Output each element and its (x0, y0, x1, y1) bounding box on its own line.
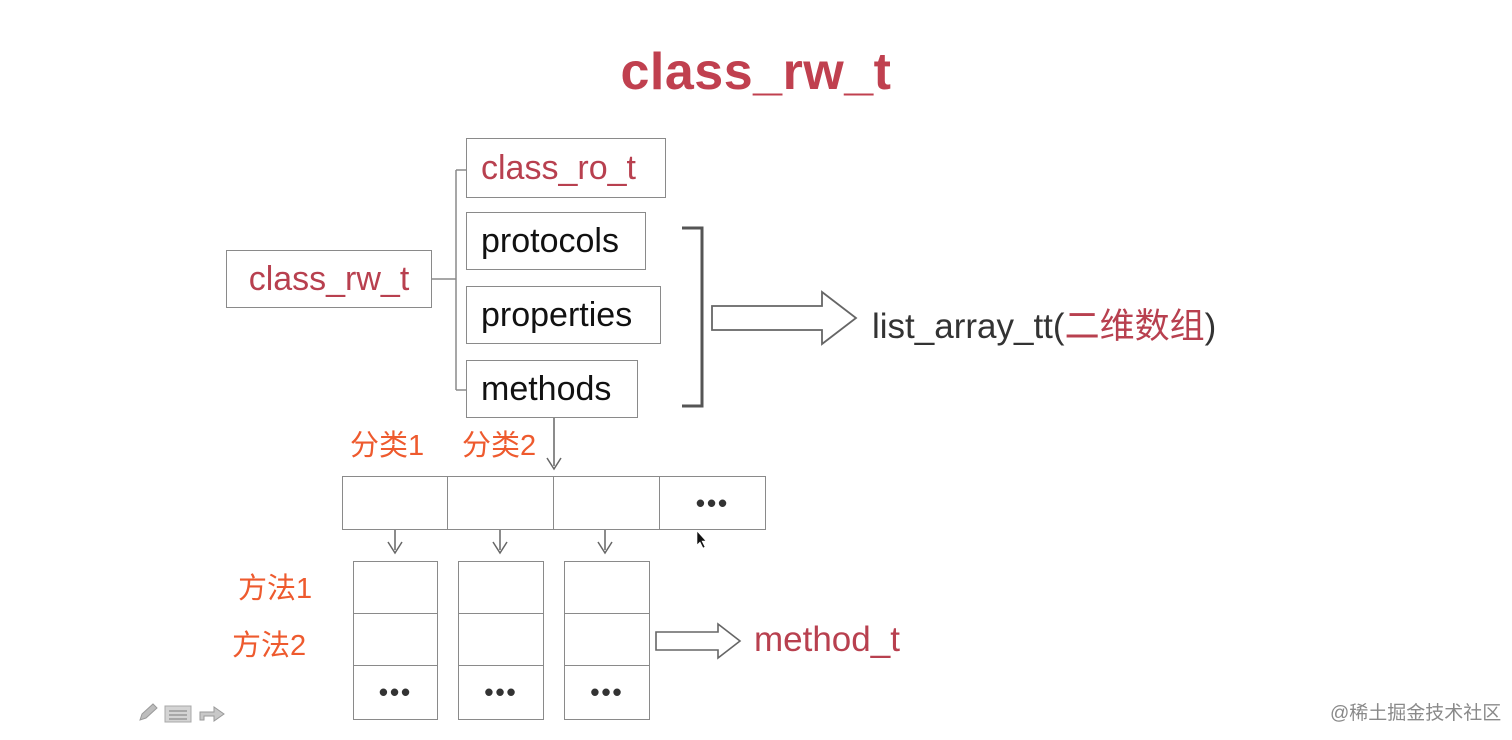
hollow-arrow-large (711, 290, 858, 346)
method-list-1-cell-more: ••• (353, 665, 438, 720)
methods-node: methods (466, 360, 638, 418)
properties-node: properties (466, 286, 661, 344)
method-2-label: 方法2 (232, 630, 307, 662)
diagram-title: class_rw_t (620, 43, 892, 101)
method-list-2-cell-2 (458, 613, 544, 667)
method-list-3-cell-1 (564, 561, 650, 615)
method-list-1-cell-2 (353, 613, 438, 667)
list-array-accent: 二维数组 (1064, 307, 1205, 346)
list-array-label: list_array_tt(二维数组) (872, 298, 1216, 349)
array-cell-1 (342, 476, 449, 530)
list-array-prefix: list_array_tt( (872, 307, 1065, 346)
method-list-3-cell-2 (564, 613, 650, 667)
list-icon[interactable] (164, 705, 192, 723)
watermark: @稀土掘金技术社区 (1330, 703, 1502, 724)
pencil-icon[interactable] (139, 703, 158, 721)
method-t-label: method_t (754, 620, 900, 659)
class-rw-t-node: class_rw_t (226, 250, 432, 308)
array-ellipsis: ••• (695, 487, 730, 518)
array-cell-3 (553, 476, 661, 530)
method-list-1-cell-1 (353, 561, 438, 615)
cursor-icon (696, 530, 707, 549)
list-array-suffix: ) (1204, 307, 1217, 346)
method-list-2-cell-1 (458, 561, 544, 615)
hollow-arrow-small (655, 622, 742, 660)
class-ro-t-node: class_ro_t (466, 138, 666, 198)
array-cell-more: ••• (659, 476, 766, 530)
methods-label: methods (481, 369, 612, 408)
array-cell-2 (447, 476, 555, 530)
category-1-label: 分类1 (350, 430, 425, 462)
method-1-label: 方法1 (238, 573, 313, 605)
method-list-2-ellipsis: ••• (484, 677, 518, 707)
share-arrow-icon[interactable] (199, 706, 225, 722)
class-rw-t-label: class_rw_t (248, 259, 410, 298)
method-list-3-cell-more: ••• (564, 665, 650, 720)
protocols-node: protocols (466, 212, 646, 270)
category-2-label: 分类2 (462, 430, 537, 462)
protocols-label: protocols (481, 221, 619, 260)
class-ro-t-label: class_ro_t (481, 148, 636, 187)
properties-label: properties (481, 295, 633, 334)
method-list-1-ellipsis: ••• (378, 677, 413, 707)
slide-toolbar (139, 703, 225, 723)
method-list-3-ellipsis: ••• (590, 677, 624, 707)
method-list-2-cell-more: ••• (458, 665, 544, 720)
